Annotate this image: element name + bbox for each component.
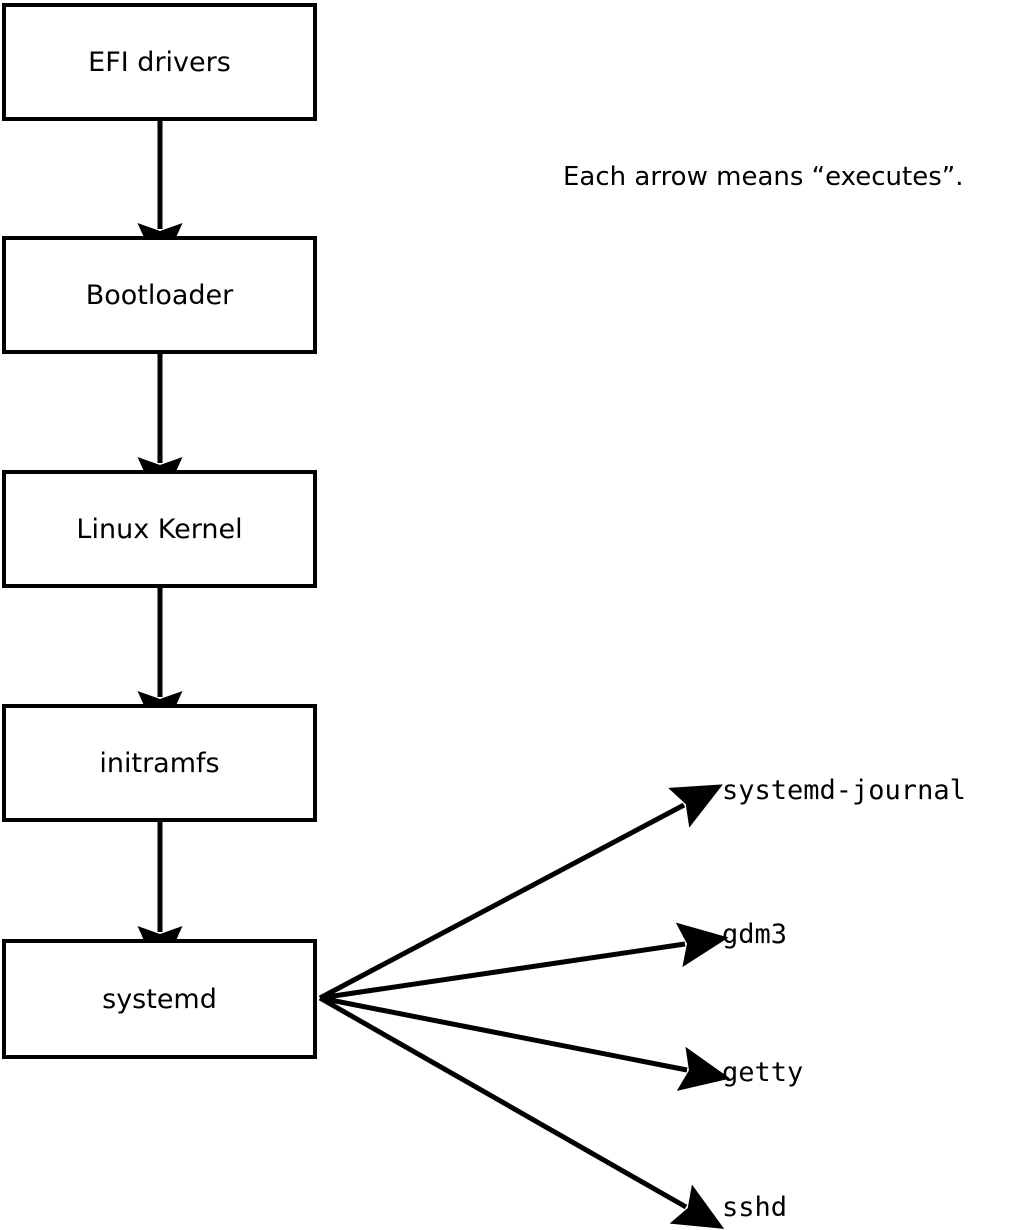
node-label-linux-kernel: Linux Kernel — [76, 513, 243, 545]
leaf-label-systemd-journal: systemd-journal — [722, 775, 966, 806]
legend-note: Each arrow means “executes”. — [563, 162, 964, 192]
node-label-efi-drivers: EFI drivers — [88, 46, 231, 78]
leaf-label-getty: getty — [722, 1057, 804, 1088]
arrow-systemd-to-systemd-journal — [318, 784, 723, 1001]
arrow-systemd-to-gdm3 — [319, 922, 729, 1001]
arrow-systemd-to-getty — [319, 995, 731, 1091]
node-label-initramfs: initramfs — [99, 747, 220, 779]
node-label-systemd: systemd — [102, 983, 217, 1015]
node-label-bootloader: Bootloader — [85, 279, 234, 311]
node-initramfs[interactable]: initramfs — [2, 704, 317, 822]
node-efi-drivers[interactable]: EFI drivers — [2, 3, 317, 121]
node-bootloader[interactable]: Bootloader — [2, 236, 317, 354]
fanout-arrow-group — [318, 784, 731, 1229]
node-linux-kernel[interactable]: Linux Kernel — [2, 470, 317, 588]
node-systemd[interactable]: systemd — [2, 939, 317, 1059]
arrow-systemd-to-sshd — [318, 995, 725, 1229]
leaf-label-gdm3: gdm3 — [722, 919, 788, 950]
leaf-label-sshd: sshd — [722, 1192, 788, 1223]
